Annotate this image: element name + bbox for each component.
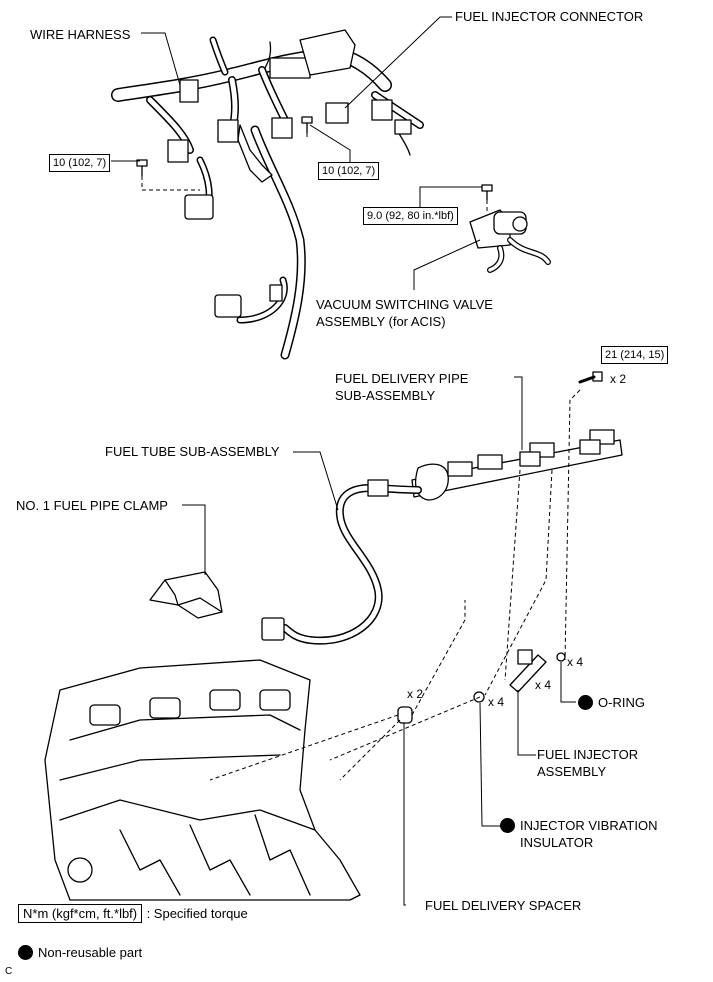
qty-insulator: x 4	[488, 695, 505, 709]
legend-non-reusable: Non-reusable part	[18, 944, 142, 961]
label-fuel-injector-connector: FUEL INJECTOR CONNECTOR	[455, 9, 644, 24]
torque-box-vsv: 9.0 (92, 80 in.*lbf)	[363, 207, 458, 225]
legend-torque-text: : Specified torque	[146, 906, 248, 921]
vacuum-switching-valve-drawing	[469, 184, 551, 273]
label-o-ring: O-RING	[578, 694, 645, 711]
qty-spacer: x 2	[407, 687, 424, 701]
fuel-tube-drawing	[261, 479, 422, 645]
label-vsv-line2: ASSEMBLY (for ACIS)	[316, 314, 446, 329]
label-vsv-line1: VACUUM SWITCHING VALVE	[316, 297, 493, 312]
o-ring-drawing	[556, 652, 566, 662]
label-insulator-line2: INSULATOR	[520, 835, 594, 850]
label-fuel-tube: FUEL TUBE SUB-ASSEMBLY	[105, 444, 280, 459]
bolt-harness-left	[136, 159, 148, 177]
label-insulator-line1: INJECTOR VIBRATION	[500, 817, 657, 834]
torque-box-delivery-pipe: 21 (214, 15)	[601, 346, 669, 364]
label-fuel-pipe-clamp: NO. 1 FUEL PIPE CLAMP	[16, 498, 168, 513]
qty-o-ring: x 4	[567, 655, 584, 669]
corner-mark: C	[5, 966, 13, 977]
non-reusable-dot-icon	[578, 695, 593, 710]
label-fuel-delivery-pipe-line2: SUB-ASSEMBLY	[335, 388, 436, 403]
legend-torque: N*m (kgf*cm, ft.*lbf) : Specified torque	[18, 904, 248, 923]
legend-torque-box: N*m (kgf*cm, ft.*lbf)	[18, 904, 143, 923]
torque-box-harness-right: 10 (102, 7)	[318, 162, 380, 180]
torque-box-harness-left: 10 (102, 7)	[49, 154, 111, 172]
label-fuel-injector-line1: FUEL INJECTOR	[537, 747, 639, 762]
fuel-pipe-clamp-drawing	[149, 571, 223, 619]
qty-injector: x 4	[535, 678, 552, 692]
fuel-injector-drawing	[509, 649, 547, 693]
label-wire-harness: WIRE HARNESS	[30, 27, 131, 42]
label-fuel-delivery-pipe-line1: FUEL DELIVERY PIPE	[335, 371, 469, 386]
non-reusable-dot-icon	[500, 818, 515, 833]
bolt-delivery-pipe	[578, 371, 603, 384]
fuel-delivery-pipe-drawing	[411, 371, 623, 501]
engine-drawing	[44, 659, 361, 901]
label-fuel-delivery-spacer: FUEL DELIVERY SPACER	[425, 898, 582, 913]
bolt-harness-right	[301, 116, 313, 134]
wire-harness-drawing	[111, 29, 424, 360]
non-reusable-dot-icon	[18, 945, 33, 960]
qty-delivery-pipe-bolt: x 2	[610, 372, 627, 386]
label-fuel-injector-line2: ASSEMBLY	[537, 764, 607, 779]
